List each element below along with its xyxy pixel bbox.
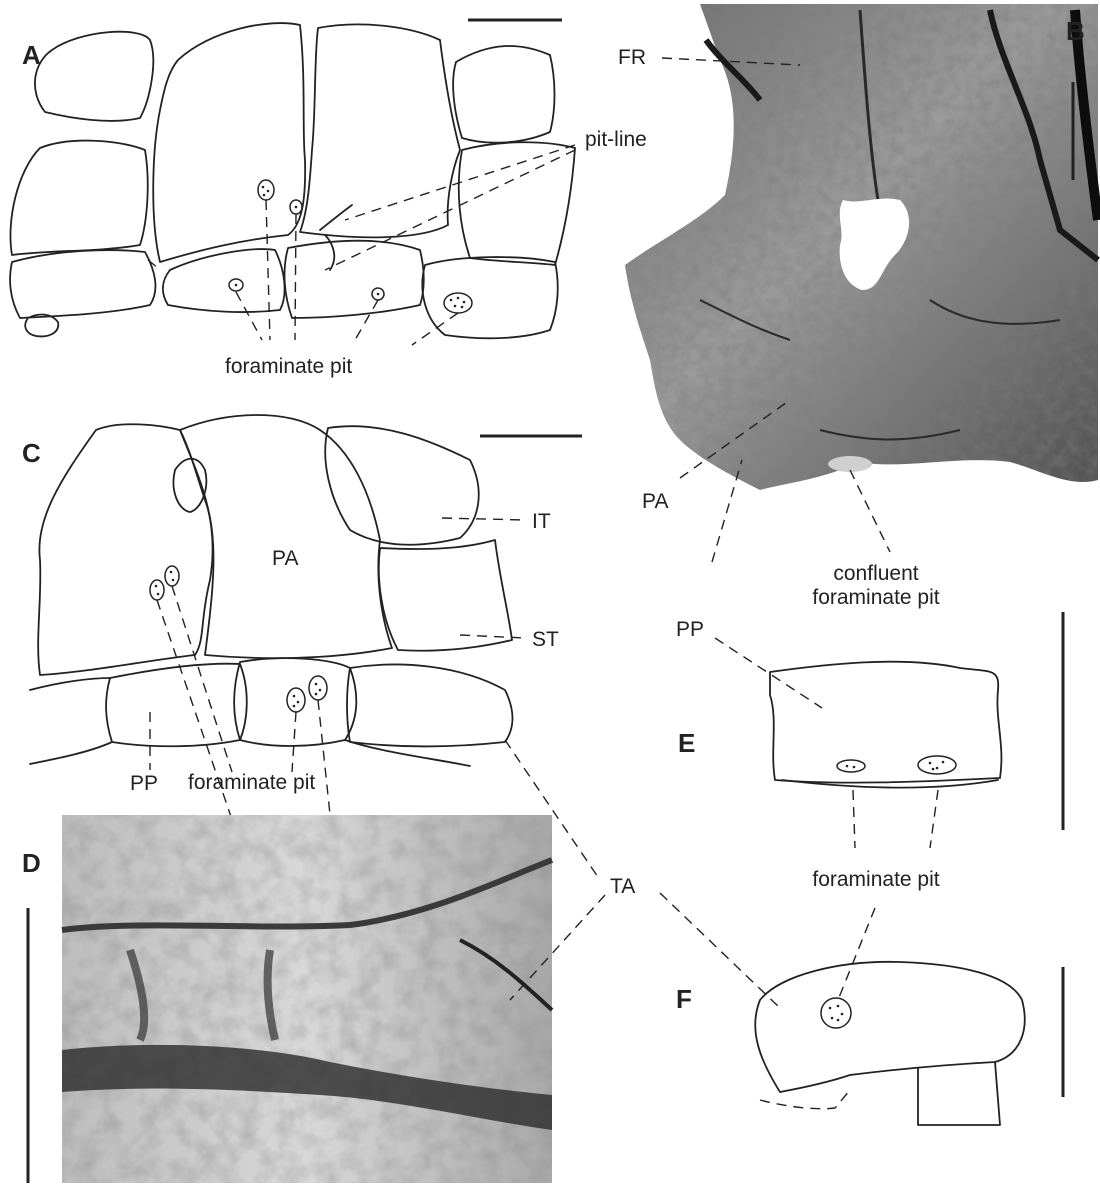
panel-b-photograph xyxy=(625,4,1098,490)
panel-b: B FR PA confluent foraminate pit xyxy=(618,4,1098,609)
panel-b-label-confluent-foraminate-pit: foraminate pit xyxy=(812,586,939,609)
panel-c-label-pp: PP xyxy=(130,772,158,795)
panel-a-label-foraminate-pit: foraminate pit xyxy=(225,355,352,378)
panel-d-letter: D xyxy=(22,848,41,878)
panel-e-letter: E xyxy=(678,728,695,758)
panel-c-label-st: ST xyxy=(532,628,559,651)
panel-e-pit-2 xyxy=(918,756,956,774)
panel-c-foraminate-pits xyxy=(150,566,327,712)
panel-b-confluent-pit xyxy=(828,456,872,472)
panel-a: A xyxy=(10,20,647,378)
panel-f: F TA xyxy=(505,740,1063,1125)
panel-d-photograph xyxy=(62,815,552,1183)
panel-e: E PP foraminate pit xyxy=(676,460,1063,891)
panel-c-bone-outlines xyxy=(30,415,513,766)
panel-b-label-fr: FR xyxy=(618,46,646,69)
panel-b-letter: B xyxy=(1066,16,1085,46)
panel-c-label-it: IT xyxy=(532,510,551,533)
panel-f-bone-outline xyxy=(755,962,1024,1092)
panel-e-label-pp: PP xyxy=(676,618,704,641)
panel-c-letter: C xyxy=(22,438,41,468)
panel-f-letter: F xyxy=(676,984,692,1014)
panel-c-label-pa: PA xyxy=(272,547,298,570)
panel-e-bone-outline xyxy=(770,662,1001,783)
panel-d: D xyxy=(22,815,552,1183)
panel-e-label-foraminate-pit: foraminate pit xyxy=(812,868,939,891)
panel-f-pit xyxy=(821,998,851,1028)
panel-c-label-foraminate-pit: foraminate pit xyxy=(188,771,315,794)
panel-f-label-ta: TA xyxy=(610,875,635,898)
panel-e-pit-1 xyxy=(837,760,865,772)
panel-a-label-pit-line: pit-line xyxy=(585,128,647,151)
panel-a-foraminate-pits xyxy=(229,180,472,313)
panel-b-label-pa: PA xyxy=(642,490,668,513)
panel-a-bone-outlines xyxy=(10,23,575,338)
panel-b-label-confluent: confluent xyxy=(833,562,918,585)
